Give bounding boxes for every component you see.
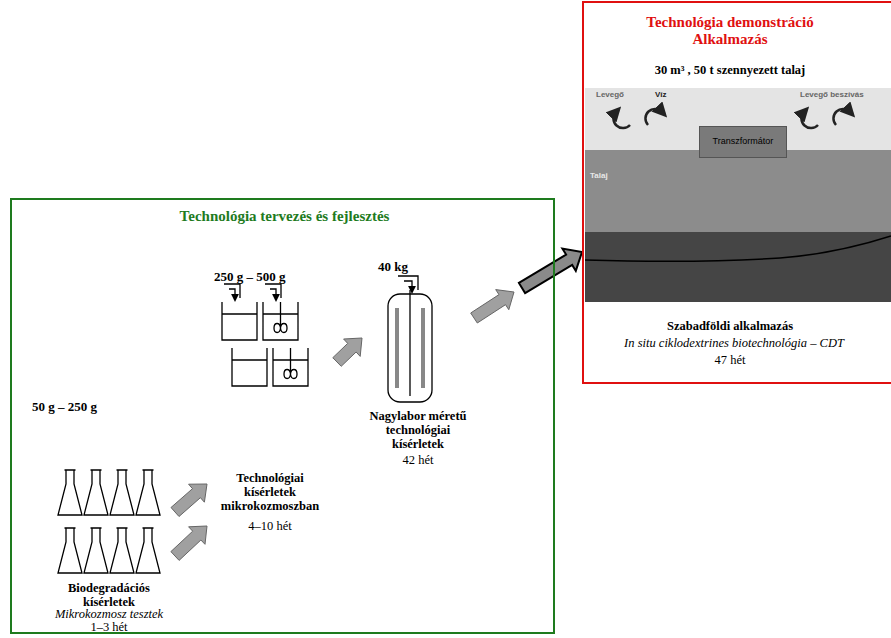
stage-name: Biodegradációs kísérletek: [54, 582, 164, 610]
reactor-baffle: [421, 308, 425, 388]
method-name: In situ ciklodextrines biotechnológia – …: [584, 337, 884, 351]
soil-band: [585, 150, 891, 232]
flow-label: Levegő: [596, 91, 624, 100]
layer-label: Talaj: [590, 172, 608, 181]
block-arrow: [171, 484, 207, 517]
block-arrow: [471, 290, 514, 323]
block-arrow: [333, 338, 362, 366]
air-band: [585, 88, 891, 150]
erlenmeyer-flask: [110, 528, 134, 573]
stage-name: Szabadföldi alkalmazás: [584, 320, 876, 334]
block-arrow: [171, 526, 207, 560]
site-size: 30 m³ , 50 t szennyezett talaj: [584, 64, 876, 78]
stirred-beaker: [273, 348, 308, 386]
stirred-beaker: [263, 302, 298, 340]
flow-label: Levegő beszívás: [800, 91, 864, 100]
inlet-symbol: [224, 284, 240, 298]
deep-soil-band: [585, 232, 891, 302]
mass-range: 250 g – 500 g: [214, 270, 334, 284]
large-lab-stage: 40 kg Nagylabor méretű technológiai kísér…: [362, 256, 474, 474]
erlenmeyer-flask: [58, 528, 82, 573]
biodegradation-stage: 50 g – 250 g Biodegradációs kísérletekMik…: [20, 396, 175, 634]
equipment-label: Transzformátor: [713, 137, 774, 147]
inlet-symbol: [398, 276, 418, 290]
mass-range: 40 kg: [378, 260, 438, 274]
inlet-symbol: [265, 284, 281, 298]
water-arrow: [645, 109, 662, 125]
air-arrow: [613, 112, 630, 128]
stage-name: Nagylabor méretű technológiai kísérletek: [362, 410, 474, 451]
erlenmeyer-flask: [84, 470, 108, 515]
beaker: [222, 302, 257, 340]
duration: 4–10 hét: [214, 520, 326, 534]
erlenmeyer-flask: [136, 528, 160, 573]
suction-arrow: [833, 109, 850, 125]
duration: 47 hét: [584, 354, 876, 368]
stage-subtitle: Mikrokozmosz tesztek: [44, 608, 174, 622]
erlenmeyer-flask: [136, 470, 160, 515]
beaker: [232, 348, 267, 386]
design-group: Technológia tervezés és fejlesztés 50 g –…: [10, 198, 555, 634]
suction-arrow: [801, 112, 818, 128]
group-title: Technológia demonstráció Alkalmazás: [618, 14, 842, 47]
group-title: Technológia tervezés és fejlesztés: [12, 208, 557, 225]
erlenmeyer-flask: [110, 470, 134, 515]
erlenmeyer-flask: [58, 470, 82, 515]
microcosm-stage: 250 g – 500 g Technológiai kísérletek mik…: [207, 268, 337, 550]
erlenmeyer-flask: [84, 528, 108, 573]
reactor-shaft: [409, 290, 410, 396]
field-demo-group: Technológia demonstráció Alkalmazás 30 m³…: [582, 1, 891, 384]
mass-range: 50 g – 250 g: [32, 400, 152, 414]
duration: 42 hét: [362, 454, 474, 468]
duration: 1–3 hét: [44, 621, 174, 635]
contamination-line: [585, 236, 891, 261]
transformer-box: Transzformátor: [699, 126, 787, 158]
stage-name: Technológiai kísérletek mikrokozmoszban: [214, 472, 326, 513]
block-arrow: [519, 249, 582, 294]
flow-label: Víz: [655, 91, 667, 100]
reactor-baffle: [395, 308, 399, 388]
